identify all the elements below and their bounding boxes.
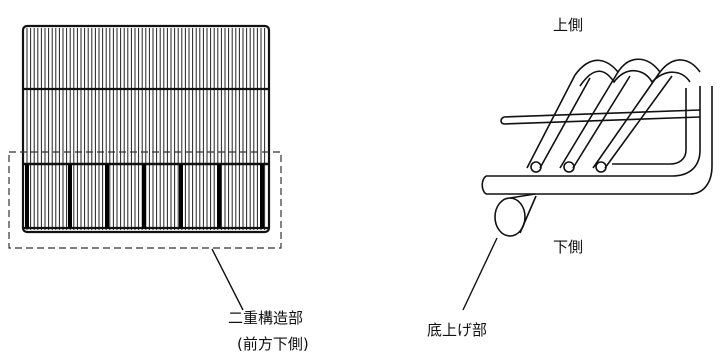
wire-1-a [526,74,576,169]
right-frame-inner [612,88,687,165]
double-structure-posts [25,164,264,228]
double-structure-leader [211,248,244,311]
back-bar-end [500,116,505,125]
wire-2-a [559,71,619,169]
raised-bottom-leader [462,237,498,311]
wire-1-b [539,77,591,169]
wire-3-b [604,75,673,169]
detail-view [462,58,713,311]
wavy-top-edge [574,58,701,76]
wire-3-a [592,71,661,169]
panel-frame [21,24,271,234]
bottom-rail-left-end [481,175,487,195]
bottom-rail-curve [689,86,713,195]
wire-cap-3 [595,161,607,173]
wire-cap-2 [563,161,575,173]
wire-cap-1 [530,161,542,173]
double-structure-label: 二重構造部 [228,309,303,327]
vertical-wires-upper [26,28,266,230]
cylinder-bottom-edge [519,195,537,234]
grid-panel [8,24,282,311]
double-structure-highlight [8,151,282,249]
upper-side-label: 上側 [553,16,583,34]
right-frame [486,86,701,177]
double-structure-note: (前方下側) [237,335,309,353]
back-bar [503,109,701,118]
cylinder-top-edge [509,193,536,199]
wavy-top-edge-inner [579,69,691,87]
wire-2-b [572,75,631,169]
lower-side-label: 下側 [553,238,583,256]
raised-bottom-label: 底上げ部 [427,321,487,339]
